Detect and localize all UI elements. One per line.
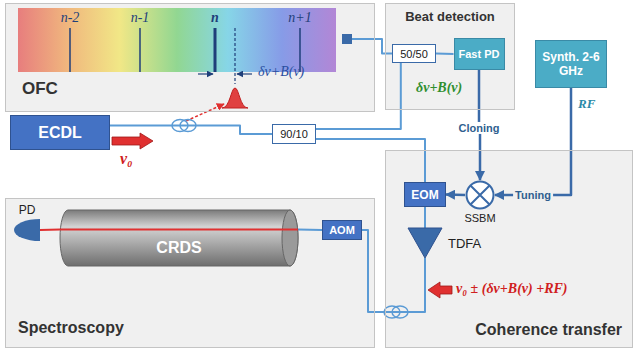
component-label: 90/10: [280, 128, 308, 140]
mixer-circle: [467, 182, 494, 209]
shape-outline: [408, 228, 442, 258]
optical-fiber: [316, 63, 401, 129]
panel-title: Spectroscopy: [18, 319, 124, 337]
component-box: AOM: [322, 220, 362, 240]
detector-symbol: PD: [14, 219, 40, 241]
group-panel: OFC: [5, 3, 375, 112]
photodiode-shape: [14, 219, 40, 241]
component-box: 90/10: [272, 124, 316, 144]
laser-beam: [40, 229, 60, 231]
component-label: EOM: [411, 188, 438, 202]
component-label: Synth. 2-6 GHz: [540, 50, 602, 79]
optical-fiber: [316, 139, 425, 182]
spectrum-band: [18, 8, 336, 72]
optical-fiber: [298, 229, 322, 231]
component-box: 50/50: [392, 44, 436, 63]
optical-fiber: [110, 126, 272, 135]
component-label: ECDL: [38, 124, 82, 142]
laser-line: [234, 28, 235, 84]
comb-line: [214, 28, 217, 72]
panel-title: Beat detection: [386, 9, 514, 24]
annotation-label: n: [211, 10, 219, 26]
component-label: TDFA: [448, 236, 481, 251]
panel-title: Coherence transfer: [475, 321, 622, 339]
mixer-cross: [470, 185, 489, 204]
comb-line: [139, 28, 141, 72]
cavity-cylinder: CRDS: [60, 210, 298, 266]
component-label: SSBM: [464, 212, 495, 224]
optical-fiber: [424, 207, 426, 228]
shape-outline: [60, 210, 298, 266]
component-label: AOM: [329, 224, 355, 236]
annotation-label: n+1: [288, 10, 311, 26]
component-box: Synth. 2-6 GHz: [535, 40, 607, 88]
group-panel: Coherence transfer EOM SSBM TDFA: [385, 150, 633, 348]
annotation-label: δν+B(ν): [416, 80, 462, 96]
component-box: EOM: [404, 182, 446, 207]
panel-ground: [5, 3, 375, 112]
gap-arrow: [237, 73, 252, 74]
panel-ground: [5, 198, 375, 348]
optical-fiber: [436, 53, 454, 56]
amplifier-symbol: TDFA: [408, 228, 442, 258]
cavity-body: [60, 210, 298, 266]
signal-line: [495, 88, 571, 195]
component-label: PD: [19, 203, 36, 217]
annotation-label: ν₀ ± (δν+B(ν) +RF): [456, 281, 568, 297]
mixer-symbol: SSBM: [465, 180, 495, 210]
annotation-label: δν+B(ν): [258, 64, 304, 80]
beat-peak: [222, 88, 248, 108]
shape-outline: [465, 180, 495, 210]
shape-outline: [14, 219, 40, 241]
panel-ground: [385, 150, 633, 348]
laser-output-arrow: [112, 133, 153, 149]
annotation-label: RF: [578, 97, 595, 112]
annotation-label: n-2: [61, 10, 80, 26]
comb-line: [69, 28, 71, 72]
annotation-label: ν₀: [120, 150, 133, 168]
edge-label: Cloning: [457, 122, 502, 134]
laser-output-arrow: [428, 282, 452, 298]
group-panel: Spectroscopy PD CRDS AOM: [5, 198, 375, 348]
fiber: [352, 38, 375, 40]
panel-title: OFC: [22, 79, 58, 99]
laser-beam: [60, 229, 298, 231]
annotation-label: n-1: [131, 10, 150, 26]
fiber-connector: [342, 34, 352, 44]
panel-ground: [385, 3, 515, 110]
component-label: 50/50: [400, 48, 428, 60]
component-box: ECDL: [10, 115, 110, 150]
gap-arrow: [198, 73, 213, 74]
pointer-arrow: [186, 104, 224, 121]
component-label: Fast PD: [459, 48, 500, 60]
cavity-end: [282, 210, 298, 266]
optical-fiber: [375, 39, 392, 54]
edge-label: Tuning: [513, 189, 553, 201]
signal-line: [446, 193, 465, 196]
component-box: Fast PD: [454, 38, 505, 70]
component-label: CRDS: [156, 239, 201, 257]
amplifier-triangle: [408, 228, 442, 258]
